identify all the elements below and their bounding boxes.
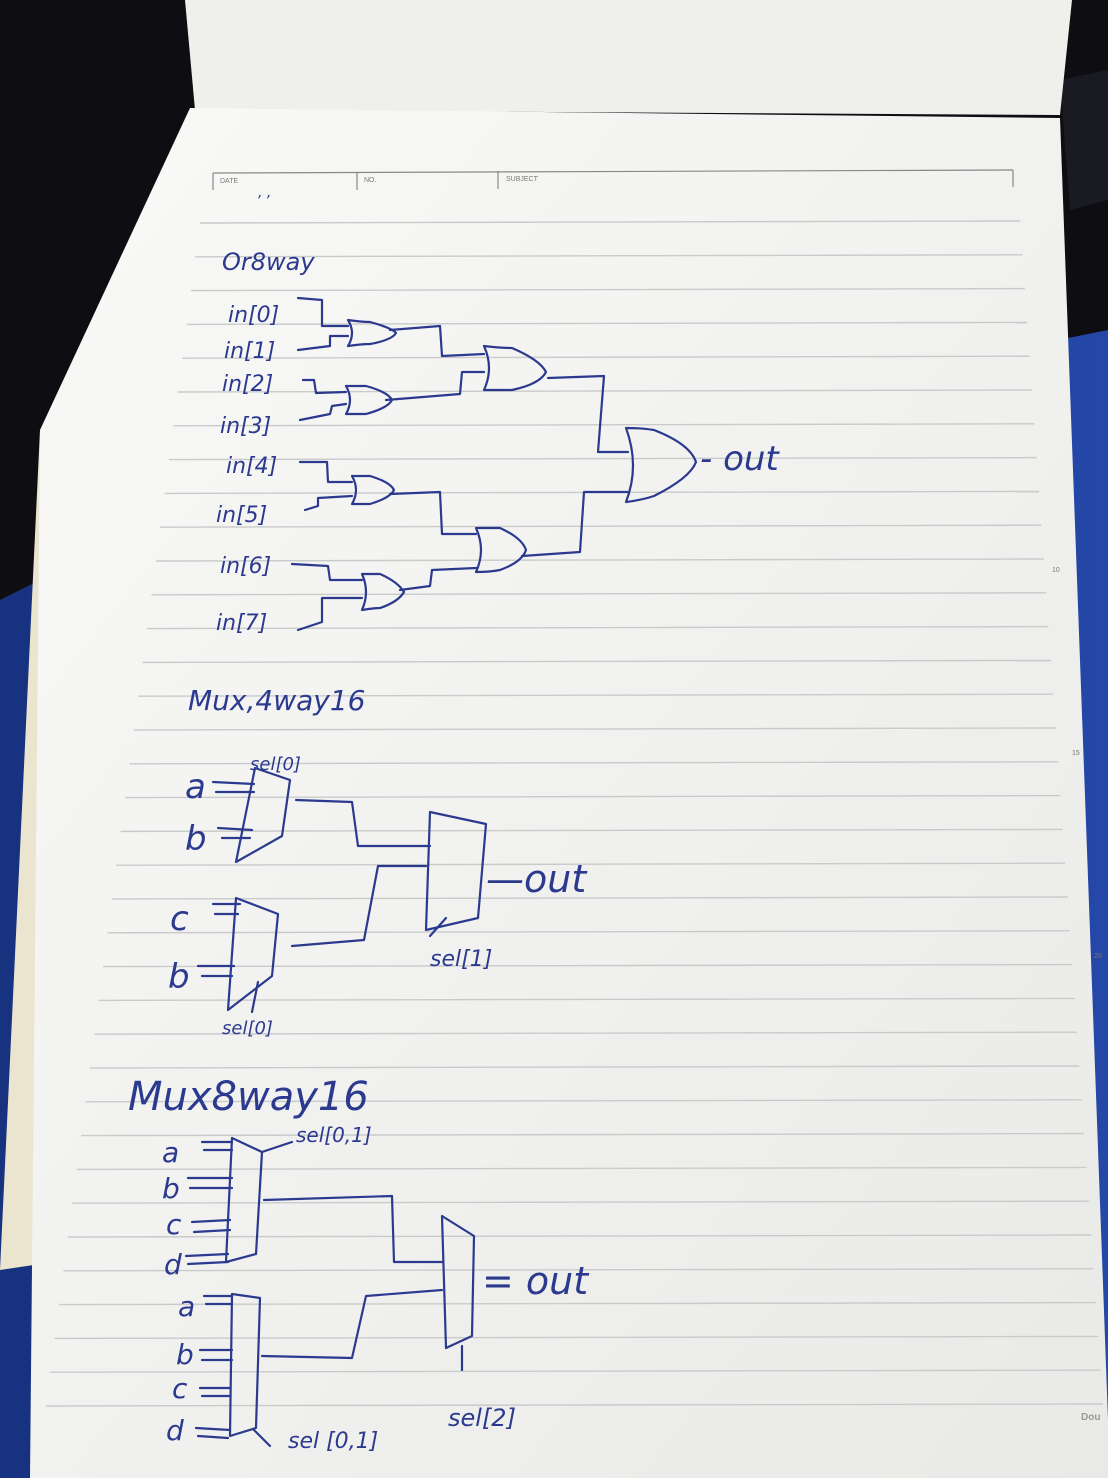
date-label: DATE xyxy=(220,178,238,185)
mux8way16-wires xyxy=(184,1136,476,1448)
mux8way16-output: = out xyxy=(482,1259,590,1303)
or8way-input-6: in[6] xyxy=(220,554,271,579)
or8way-title: Or8way xyxy=(222,248,315,276)
page-header: DATE NO. SUBJECT , , xyxy=(212,169,1014,201)
ruled-line xyxy=(81,1132,1085,1137)
ruled-line xyxy=(138,693,1054,697)
mux8way16-bottom-input-d: d xyxy=(166,1414,184,1447)
ruled-line xyxy=(168,456,1037,461)
ruled-line xyxy=(89,1065,1080,1069)
corner-text: Dou xyxy=(1081,1412,1100,1423)
or8way-input-7: in[7] xyxy=(216,611,267,636)
mux4way16-input-a: a xyxy=(185,767,206,807)
mux8way16-sel-top: sel[0,1] xyxy=(296,1123,372,1147)
ruled-line xyxy=(45,1403,1104,1407)
ruled-line xyxy=(182,355,1030,359)
ruled-line xyxy=(107,930,1070,934)
ruled-line xyxy=(76,1166,1087,1171)
ruled-lines xyxy=(45,220,1104,1407)
ruled-line xyxy=(177,389,1033,393)
or8way-input-0: in[0] xyxy=(228,303,279,328)
mux4way16-sel-final: sel[1] xyxy=(430,947,492,972)
ruled-line xyxy=(142,659,1051,664)
mux4way16-sel-top: sel[0] xyxy=(250,754,301,775)
margin-mark-15: 15 xyxy=(1072,750,1080,757)
or8way-input-3: in[3] xyxy=(220,414,271,439)
or8way-input-5: in[5] xyxy=(216,503,267,528)
mux8way16-sel-final: sel[2] xyxy=(448,1404,516,1432)
mux4way16-sel-bottom: sel[0] xyxy=(222,1018,273,1039)
or8way-input-2: in[2] xyxy=(222,372,273,397)
mux8way16-top-input-c: c xyxy=(166,1208,182,1241)
mux4way16-input-b: b xyxy=(185,819,207,859)
ruled-line xyxy=(190,287,1025,292)
ruled-line xyxy=(133,727,1056,731)
no-label: NO. xyxy=(364,177,377,184)
ruled-line xyxy=(186,321,1028,326)
ruled-line xyxy=(160,524,1042,528)
mux8way16-bottom-input-c: c xyxy=(172,1372,188,1405)
mux4way16-input-d: b xyxy=(168,957,190,997)
mux8way16-bottom-input-a: a xyxy=(178,1290,195,1323)
mux8way16-top-input-d: d xyxy=(164,1248,182,1281)
ruled-line xyxy=(72,1200,1089,1204)
ruled-line xyxy=(94,1031,1077,1035)
ruled-line xyxy=(155,558,1044,562)
ruled-line xyxy=(103,963,1073,968)
or8way-input-4: in[4] xyxy=(226,454,277,479)
ruled-line xyxy=(67,1234,1092,1238)
mux4way16-wires xyxy=(196,766,488,1014)
ruled-line xyxy=(111,896,1068,900)
ruled-line xyxy=(195,254,1023,258)
ruled-line xyxy=(151,592,1047,596)
flipped-sheet xyxy=(185,0,1072,115)
or8way-output: - out xyxy=(700,439,780,479)
or8way-input-1: in[1] xyxy=(224,339,275,364)
mux8way16-sel-bottom: sel [0,1] xyxy=(288,1429,378,1454)
subject-label: SUBJECT xyxy=(506,176,539,183)
ruled-line xyxy=(199,220,1021,224)
or8way-wires xyxy=(290,296,698,632)
margin-mark-20: 20 xyxy=(1094,953,1102,960)
date-value: , , xyxy=(258,185,271,201)
mux8way16-top-input-b: b xyxy=(162,1172,180,1205)
mux4way16-output: —out xyxy=(486,857,588,901)
ruled-line xyxy=(124,794,1061,799)
ruled-line xyxy=(146,625,1049,630)
mux4way16-input-c: c xyxy=(170,899,189,939)
margin-mark-10: 10 xyxy=(1052,567,1060,574)
mux4way16-title: Mux,4way16 xyxy=(188,684,365,717)
mux8way16-title: Mux8way16 xyxy=(128,1074,369,1120)
mux8way16-top-input-a: a xyxy=(162,1136,179,1169)
ruled-line xyxy=(120,828,1063,833)
ruled-line xyxy=(63,1268,1094,1272)
mux8way16-bottom-input-b: b xyxy=(176,1338,194,1371)
ruled-line xyxy=(54,1335,1099,1340)
dark-object xyxy=(1060,70,1108,210)
ruled-line xyxy=(85,1099,1082,1103)
ruled-line xyxy=(129,761,1059,765)
mux4way16-diagram: Mux,4way16 sel[0] a b c b sel[0] sel[1] … xyxy=(168,684,588,1039)
ruled-line xyxy=(98,997,1075,1002)
ruled-line xyxy=(116,862,1066,866)
mux8way16-diagram: Mux8way16 sel[0,1] a b c d a b c d sel [… xyxy=(128,1074,590,1454)
ruled-line xyxy=(173,423,1035,427)
ruled-line xyxy=(50,1369,1101,1373)
or8way-diagram: Or8way in[0] in[1] in[2] in[3] in[4] in[… xyxy=(216,248,780,636)
